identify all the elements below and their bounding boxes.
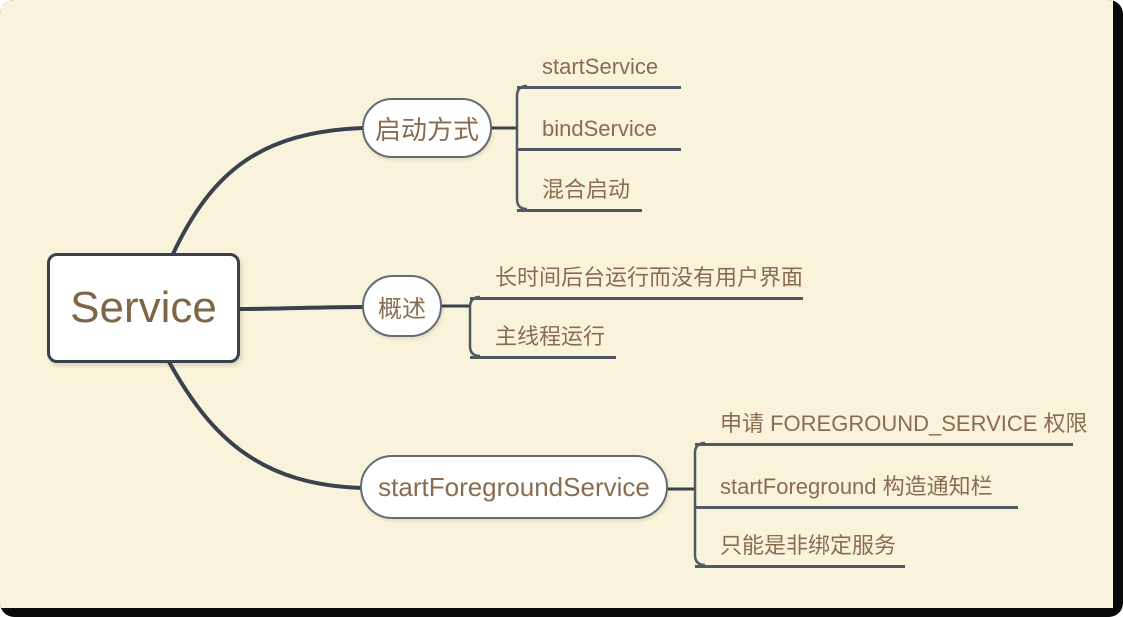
leaf-node-label: 只能是非绑定服务 bbox=[720, 533, 897, 558]
branch-node-start-foreground-service[interactable]: startForegroundService bbox=[360, 455, 668, 519]
leaf-node-label: startService bbox=[542, 54, 659, 79]
leaf-node-start-service[interactable]: startService bbox=[517, 51, 681, 89]
leaf-node-label: 长时间后台运行而没有用户界面 bbox=[495, 265, 804, 290]
branch-node-overview[interactable]: 概述 bbox=[362, 275, 442, 337]
leaf-node-background-no-ui[interactable]: 长时间后台运行而没有用户界面 bbox=[470, 262, 803, 300]
leaf-node-label: startForeground 构造通知栏 bbox=[720, 474, 993, 499]
mindmap-canvas[interactable]: Service 启动方式 概述 startForegroundService s… bbox=[0, 0, 1113, 608]
connector-root-to-branch3 bbox=[166, 358, 365, 490]
leaf-node-label: 主线程运行 bbox=[495, 324, 606, 349]
connector-root-to-branch2 bbox=[238, 305, 365, 311]
leaf-node-bind-service[interactable]: bindService bbox=[517, 113, 681, 151]
leaf-node-mixed-launch[interactable]: 混合启动 bbox=[517, 174, 642, 212]
leaf-node-main-thread[interactable]: 主线程运行 bbox=[470, 321, 616, 359]
connector-root-to-branch1 bbox=[170, 126, 365, 258]
branch-node-label: 概述 bbox=[378, 295, 426, 323]
leaf-node-label: 混合启动 bbox=[542, 177, 631, 202]
branch-node-launch-methods[interactable]: 启动方式 bbox=[362, 98, 492, 158]
root-node-service[interactable]: Service bbox=[47, 253, 240, 363]
leaf-node-label: 申请 FOREGROUND_SERVICE 权限 bbox=[720, 411, 1088, 436]
leaf-node-unbound-only[interactable]: 只能是非绑定服务 bbox=[695, 530, 905, 568]
leaf-node-foreground-permission[interactable]: 申请 FOREGROUND_SERVICE 权限 bbox=[695, 408, 1088, 446]
branch-node-label: 启动方式 bbox=[374, 114, 479, 145]
leaf-node-label: bindService bbox=[542, 116, 657, 141]
branch-node-label: startForegroundService bbox=[378, 471, 650, 502]
root-node-label: Service bbox=[70, 283, 217, 332]
leaf-node-start-foreground-notification[interactable]: startForeground 构造通知栏 bbox=[695, 471, 1018, 509]
